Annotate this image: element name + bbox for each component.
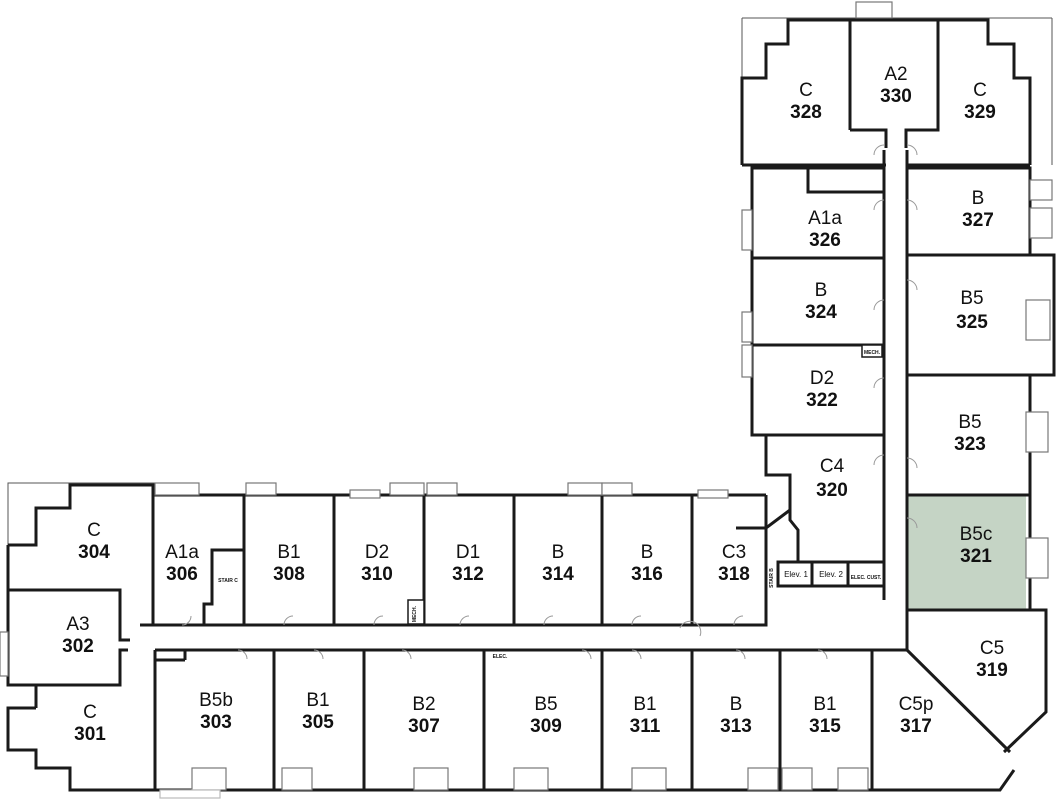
unit-number-label: 313 — [720, 716, 752, 737]
unit-type-label: D1 — [456, 542, 480, 563]
unit-type-label: B5b — [199, 690, 233, 711]
unit-type-label: A1a — [808, 208, 842, 229]
unit-type-label: A1a — [165, 542, 199, 563]
unit-number-label: 321 — [960, 546, 992, 567]
unit-number-label: 310 — [361, 564, 393, 585]
unit-number-label: 314 — [542, 564, 574, 585]
unit-number-label: 309 — [530, 716, 562, 737]
unit-type-label: B — [730, 694, 743, 715]
unit-number-label: 301 — [74, 724, 106, 745]
unit-number-label: 323 — [954, 434, 986, 455]
unit-type-label: B2 — [412, 694, 435, 715]
unit-number-label: 306 — [166, 564, 198, 585]
walls — [6, 18, 1056, 792]
unit-type-label: B5 — [958, 412, 981, 433]
stair-c-label: STAIR C — [218, 578, 238, 584]
door-swings — [181, 144, 918, 660]
unit-type-label: B5 — [534, 694, 557, 715]
unit-number-label: 312 — [452, 564, 484, 585]
unit-number-label: 303 — [200, 712, 232, 733]
unit-number-label: 328 — [790, 102, 822, 123]
mech-label-south: MECH. — [412, 605, 418, 622]
unit-number-label: 305 — [302, 712, 334, 733]
unit-type-label: B — [641, 542, 654, 563]
unit-number-label: 316 — [631, 564, 663, 585]
unit-number-label: 322 — [806, 390, 838, 411]
unit-number-label: 304 — [78, 542, 110, 563]
unit-number-label: 302 — [62, 636, 94, 657]
unit-number-label: 307 — [408, 716, 440, 737]
unit-type-label: C5p — [899, 694, 934, 715]
unit-type-label: B5 — [960, 288, 983, 309]
elec-label: ELEC. — [493, 654, 508, 660]
unit-number-label: 318 — [718, 564, 750, 585]
unit-number-label: 315 — [809, 716, 841, 737]
unit-type-label: A2 — [884, 64, 907, 85]
unit-number-label: 327 — [962, 210, 994, 231]
unit-type-label: A3 — [66, 614, 89, 635]
elevator-2-label: Elev. 2 — [819, 570, 843, 579]
unit-number-label: 330 — [880, 86, 912, 107]
unit-type-label: B1 — [306, 690, 329, 711]
unit-type-label: B — [552, 542, 565, 563]
windows — [0, 179, 1053, 799]
mech-label-east: MECH. — [864, 350, 881, 356]
unit-number-label: 324 — [805, 302, 837, 323]
unit-type-label: C — [973, 80, 987, 101]
unit-type-label: B — [972, 188, 985, 209]
unit-type-label: D2 — [365, 542, 389, 563]
unit-type-label: B1 — [813, 694, 836, 715]
unit-labels: C 328 A2 330 C 329 A1a 326 B 327 B 324 B… — [62, 64, 1008, 745]
unit-number-label: 329 — [964, 102, 996, 123]
unit-type-label: C3 — [722, 542, 746, 563]
unit-type-label: C4 — [820, 456, 845, 477]
unit-number-label: 311 — [630, 716, 661, 737]
stair-b-label: STAIR B — [769, 568, 775, 588]
unit-type-label: B5c — [960, 524, 993, 545]
unit-number-label: 308 — [273, 564, 305, 585]
unit-number-label: 319 — [976, 660, 1008, 681]
unit-type-label: B — [815, 280, 828, 301]
unit-type-label: B1 — [633, 694, 656, 715]
elec-cust-label: ELEC. CUST. — [851, 575, 882, 581]
unit-type-label: C — [799, 80, 813, 101]
unit-type-label: C — [87, 520, 101, 541]
unit-type-label: B1 — [277, 542, 300, 563]
unit-type-label: C5 — [980, 638, 1004, 659]
unit-number-label: 320 — [816, 480, 848, 501]
elevator-1-label: Elev. 1 — [784, 570, 808, 579]
service-labels: Elev. 1 Elev. 2 ELEC. CUST. ELEC. MECH. … — [218, 350, 882, 660]
unit-number-label: 317 — [900, 716, 932, 737]
unit-321-highlight — [908, 495, 1026, 610]
unit-type-label: C — [83, 702, 97, 723]
unit-number-label: 325 — [956, 312, 988, 333]
unit-number-label: 326 — [809, 230, 841, 251]
unit-type-label: D2 — [810, 368, 834, 389]
